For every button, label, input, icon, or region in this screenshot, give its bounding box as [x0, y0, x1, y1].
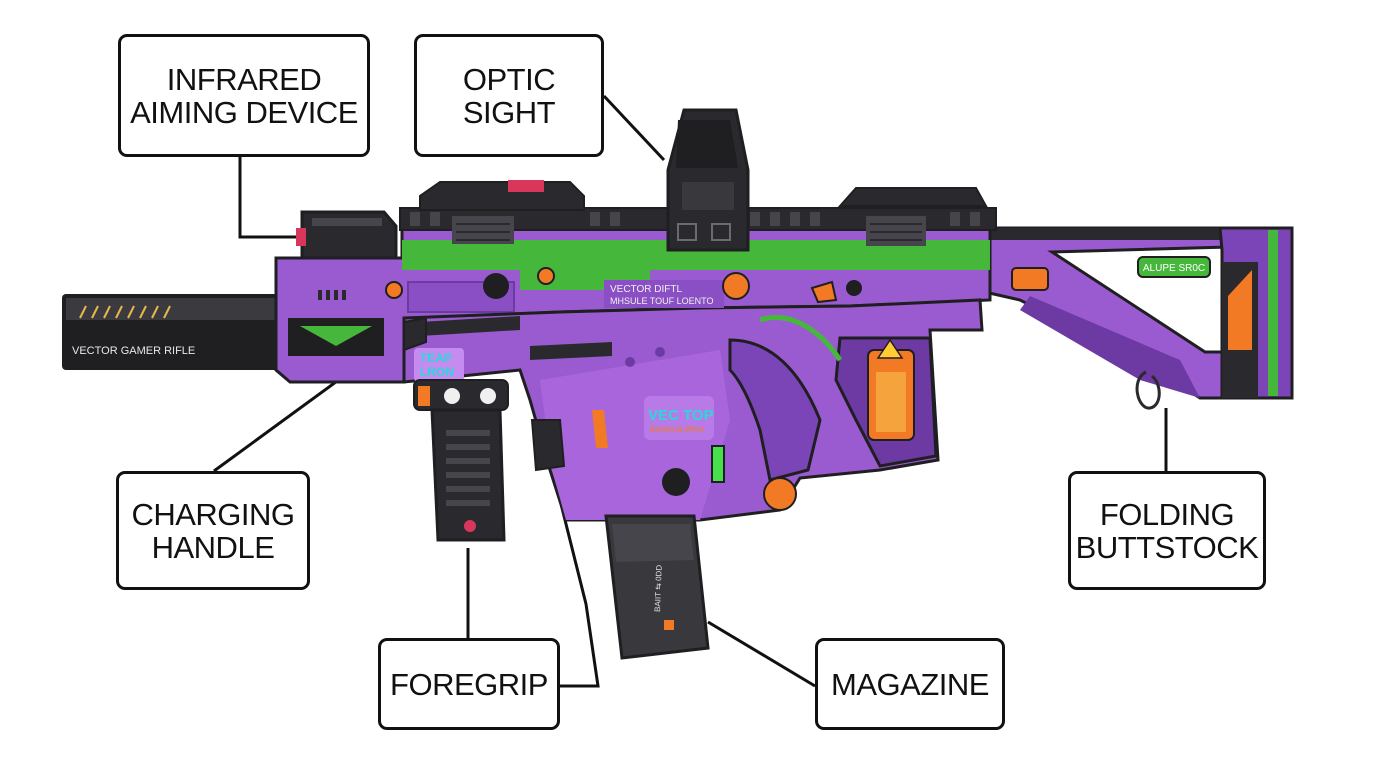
label-foregrip: FOREGRIP [378, 638, 560, 730]
controls [385, 267, 862, 511]
magazine-text: BAIIT ⇆ 0DD [653, 565, 664, 613]
label-folding-buttstock: FOLDING BUTTSTOCK [1068, 471, 1266, 590]
label-charging-line-1: CHARGING [131, 496, 295, 532]
label-optic-sight: OPTIC SIGHT [414, 34, 604, 157]
leader-infrared [238, 157, 296, 239]
front-sight [419, 180, 585, 244]
foregrip [413, 379, 509, 542]
receiver-markings: VECTOR DIFTL MHSULE TOUF LOENTO TEAP LRO… [414, 280, 724, 440]
label-infrared-line-1: INFRARED [166, 61, 322, 97]
magwell-tagline: Bendond effect [650, 425, 704, 434]
receiver-line-1: VECTOR DIFTL [610, 284, 682, 295]
rear-sight [837, 187, 988, 246]
label-magazine-line-1: MAGAZINE [831, 666, 989, 702]
label-magazine: MAGAZINE [815, 638, 1005, 730]
stock-plate-text: ALUPE SR0C [1143, 263, 1205, 274]
label-optic-line-1: OPTIC [462, 61, 556, 97]
leader-foregrip-2 [550, 467, 600, 688]
side-logo-line-2: LRON [420, 365, 454, 379]
label-infrared-aiming-device: INFRARED AIMING DEVICE [118, 34, 370, 157]
optic-sight [666, 108, 750, 252]
buttstock: ALUPE SR0C [983, 226, 1294, 410]
magwell-logo: VEC TOP [648, 407, 714, 424]
label-foregrip-line-1: FOREGRIP [390, 666, 548, 702]
barrel-text: VECTOR GAMER RIFLE [72, 345, 195, 357]
magazine: BAIIT ⇆ 0DD [530, 419, 710, 660]
leader-magazine [707, 620, 816, 688]
side-logo-line-1: TEAP [420, 351, 452, 365]
receiver-line-2: MHSULE TOUF LOENTO [610, 296, 714, 306]
leader-optic [602, 94, 666, 162]
label-folding-line-1: FOLDING [1099, 496, 1235, 532]
label-folding-line-2: BUTTSTOCK [1075, 529, 1259, 565]
barrel: VECTOR GAMER RIFLE [62, 294, 286, 370]
charging-handle [403, 316, 427, 352]
label-optic-line-2: SIGHT [462, 94, 556, 130]
label-charging-line-2: HANDLE [151, 529, 275, 565]
infrared-aiming-device [296, 210, 398, 260]
label-infrared-line-2: AIMING DEVICE [130, 94, 358, 130]
leader-lines [213, 94, 1168, 688]
label-charging-handle: CHARGING HANDLE [116, 471, 310, 590]
